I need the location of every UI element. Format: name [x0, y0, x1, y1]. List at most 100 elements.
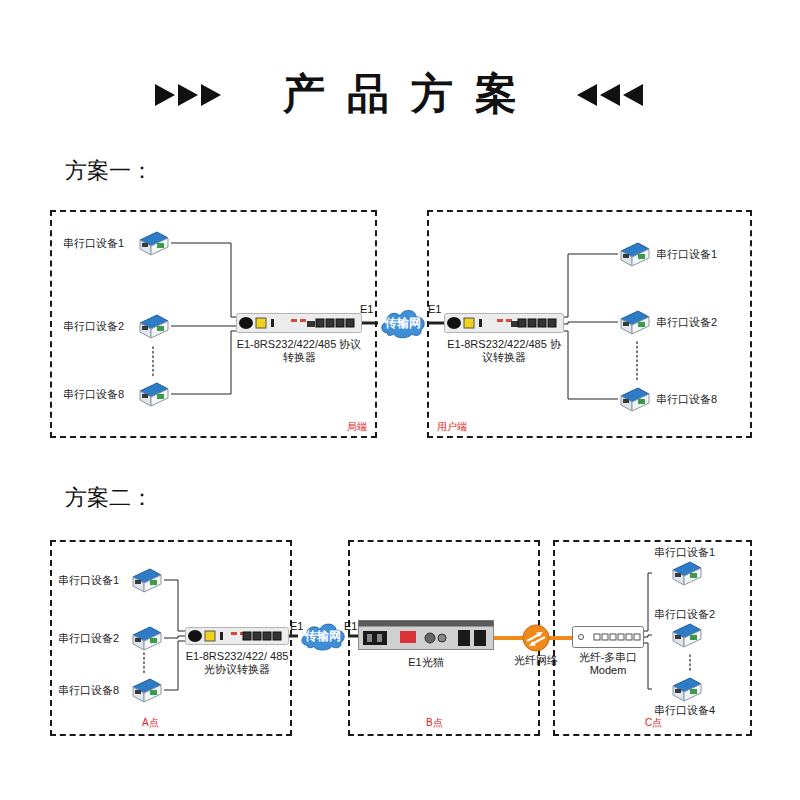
- serial-device-icon: [618, 240, 652, 268]
- switch-slot: [479, 319, 482, 327]
- connector: [564, 322, 618, 324]
- serial-device-icon: [130, 566, 164, 594]
- terminal-block: [638, 254, 645, 259]
- connector: [289, 635, 298, 638]
- page-title: 产品方案: [0, 66, 800, 122]
- connector: [564, 254, 618, 317]
- connector: [644, 573, 652, 631]
- serial-port: [336, 319, 344, 327]
- device-label: 串行口设备1: [652, 545, 748, 559]
- device-side: [632, 394, 649, 411]
- terminal-slot: [367, 634, 372, 642]
- device-front: [133, 687, 144, 702]
- ellipsis-dots: [143, 653, 145, 675]
- device-front: [140, 323, 151, 338]
- serial-device: 串行口设备8: [618, 385, 728, 413]
- terminal-block: [690, 573, 697, 578]
- serial-port: [253, 632, 261, 640]
- terminal-block: [157, 243, 164, 248]
- serial-port: [142, 326, 148, 330]
- protocol-converter: E1-8RS232/422/485 协议转换器: [236, 313, 362, 364]
- bnc-port: [438, 634, 446, 642]
- port: [634, 634, 640, 640]
- device-side: [151, 321, 168, 338]
- connector: [348, 635, 358, 638]
- serial-port: [142, 243, 148, 247]
- port: [626, 634, 632, 640]
- terminal-slot: [377, 634, 382, 642]
- led: [300, 319, 306, 322]
- power-switch: [205, 631, 215, 641]
- device-side: [684, 630, 701, 647]
- edge-label: E1: [344, 620, 357, 633]
- modem-panel: [572, 626, 644, 648]
- connector: [644, 635, 652, 637]
- device-caption: E1-8RS232/422/ 485光协议转换器: [185, 650, 289, 676]
- serial-port: [316, 319, 324, 327]
- terminal-block: [638, 399, 645, 404]
- region-label: 局端: [347, 421, 367, 433]
- serial-device: 串行口设备4: [652, 675, 748, 717]
- serial-port: [142, 394, 148, 398]
- terminal-block: [150, 690, 157, 695]
- arrow-tip: [536, 632, 543, 637]
- connector: [362, 322, 378, 325]
- e1-port: [307, 321, 315, 327]
- serial-device: 串行口设备2: [618, 308, 728, 336]
- site-region: 用户端E1-8RS232/422/485 协议转换器串行口设备1串行口设备2串行…: [427, 210, 752, 438]
- connector: [164, 636, 185, 638]
- serial-port: [528, 319, 536, 327]
- serial-port: [346, 319, 354, 327]
- connector: [428, 322, 444, 325]
- device-side: [144, 575, 161, 592]
- converter-panel: [185, 627, 289, 645]
- device-caption: E1-8RS232/422/485 协议转换器: [236, 338, 362, 364]
- serial-port: [538, 319, 546, 327]
- dip-switch: [400, 631, 416, 643]
- device-label: 串行口设备1: [656, 247, 717, 261]
- serial-port: [326, 319, 334, 327]
- switch-slot: [220, 632, 223, 640]
- serial-port: [135, 638, 141, 642]
- terminal-block: [150, 638, 157, 643]
- serial-device-icon: [137, 312, 171, 340]
- serial-device-icon: [618, 385, 652, 413]
- scheme-heading: 方案二：: [65, 484, 153, 512]
- power-switch: [256, 318, 266, 328]
- converter-panel: [236, 313, 362, 333]
- panel-body: [573, 627, 644, 648]
- bnc-port: [425, 633, 435, 643]
- triangle-mark: [577, 84, 597, 106]
- converter-panel: [444, 313, 564, 333]
- terminal-block: [690, 635, 697, 640]
- serial-port: [135, 690, 141, 694]
- ellipsis-dots: [152, 347, 154, 377]
- device-front: [673, 686, 684, 701]
- panel-body: [186, 628, 289, 645]
- device-caption: E1光猫: [358, 656, 494, 669]
- ellipsis-dots: [636, 342, 638, 382]
- serial-device-icon: [130, 676, 164, 704]
- serial-device: 串行口设备2: [652, 607, 748, 649]
- triangle-mark: [201, 84, 221, 106]
- port: [618, 634, 624, 640]
- serial-device: 串行口设备8: [58, 675, 164, 705]
- panel-body: [445, 314, 564, 333]
- power-switch: [464, 318, 474, 328]
- edge-label: E1: [360, 303, 373, 316]
- serial-port: [675, 635, 681, 639]
- serial-device-icon: [130, 624, 164, 652]
- device-front: [133, 577, 144, 592]
- panel-body: [359, 621, 494, 650]
- serial-device-icon: [670, 621, 704, 649]
- device-front: [621, 251, 632, 266]
- serial-device: 串行口设备1: [652, 545, 748, 587]
- device-side: [144, 633, 161, 650]
- region-label: 用户端: [437, 421, 467, 433]
- power-socket: [447, 317, 461, 329]
- fiber-disc: [523, 625, 549, 651]
- triangle-mark: [600, 84, 620, 106]
- serial-port: [623, 322, 629, 326]
